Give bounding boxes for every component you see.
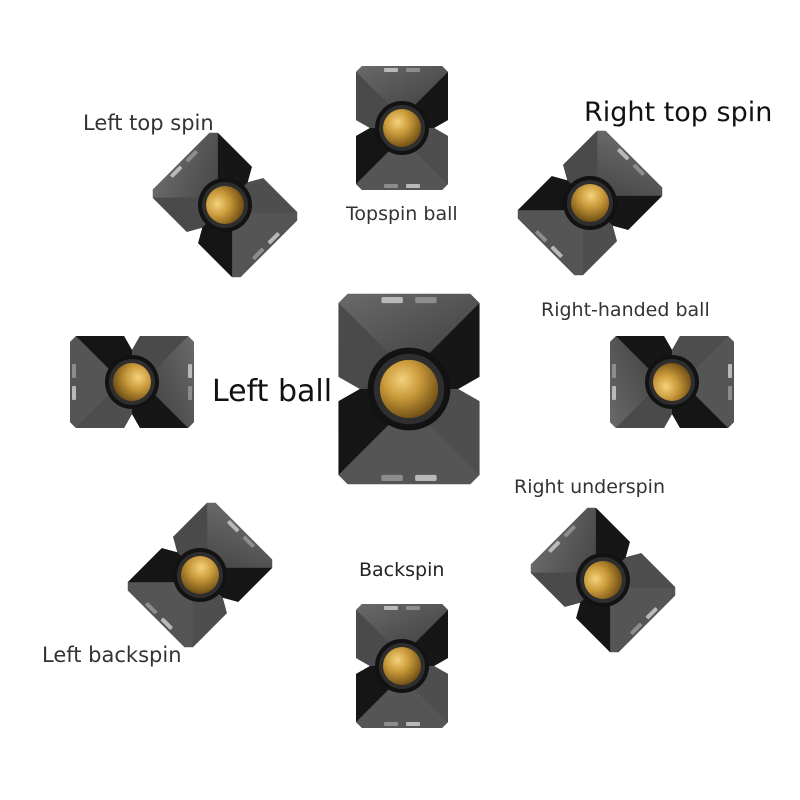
- device-left-top-spin[interactable]: [150, 130, 300, 280]
- device-left[interactable]: [60, 334, 204, 430]
- spin-controller-icon: [356, 604, 448, 728]
- device-right-underspin[interactable]: [528, 505, 678, 655]
- spin-controller-icon: [338, 293, 480, 485]
- spin-controller-icon: [528, 505, 678, 655]
- device-right-top-spin[interactable]: [515, 128, 665, 278]
- spin-controller-icon: [150, 130, 300, 280]
- label-left-top-spin: Left top spin: [83, 111, 214, 135]
- label-right-underspin: Right underspin: [514, 476, 665, 498]
- spin-controller-icon: [610, 336, 734, 428]
- label-backspin: Backspin: [359, 559, 445, 581]
- device-center[interactable]: [332, 274, 486, 504]
- spin-controller-icon: [125, 500, 275, 650]
- label-left-backspin: Left backspin: [42, 643, 182, 667]
- spin-controller-icon: [70, 336, 194, 428]
- device-topspin[interactable]: [352, 56, 452, 200]
- label-right-handed-ball: Right-handed ball: [541, 299, 710, 321]
- device-right-handed[interactable]: [600, 334, 744, 430]
- device-backspin[interactable]: [352, 594, 452, 738]
- label-topspin-ball: Topspin ball: [346, 203, 458, 225]
- device-left-backspin[interactable]: [125, 500, 275, 650]
- spin-controller-icon: [515, 128, 665, 278]
- spin-controller-icon: [356, 66, 448, 190]
- label-left-ball: Left ball: [212, 374, 333, 409]
- label-right-top-spin: Right top spin: [584, 97, 773, 128]
